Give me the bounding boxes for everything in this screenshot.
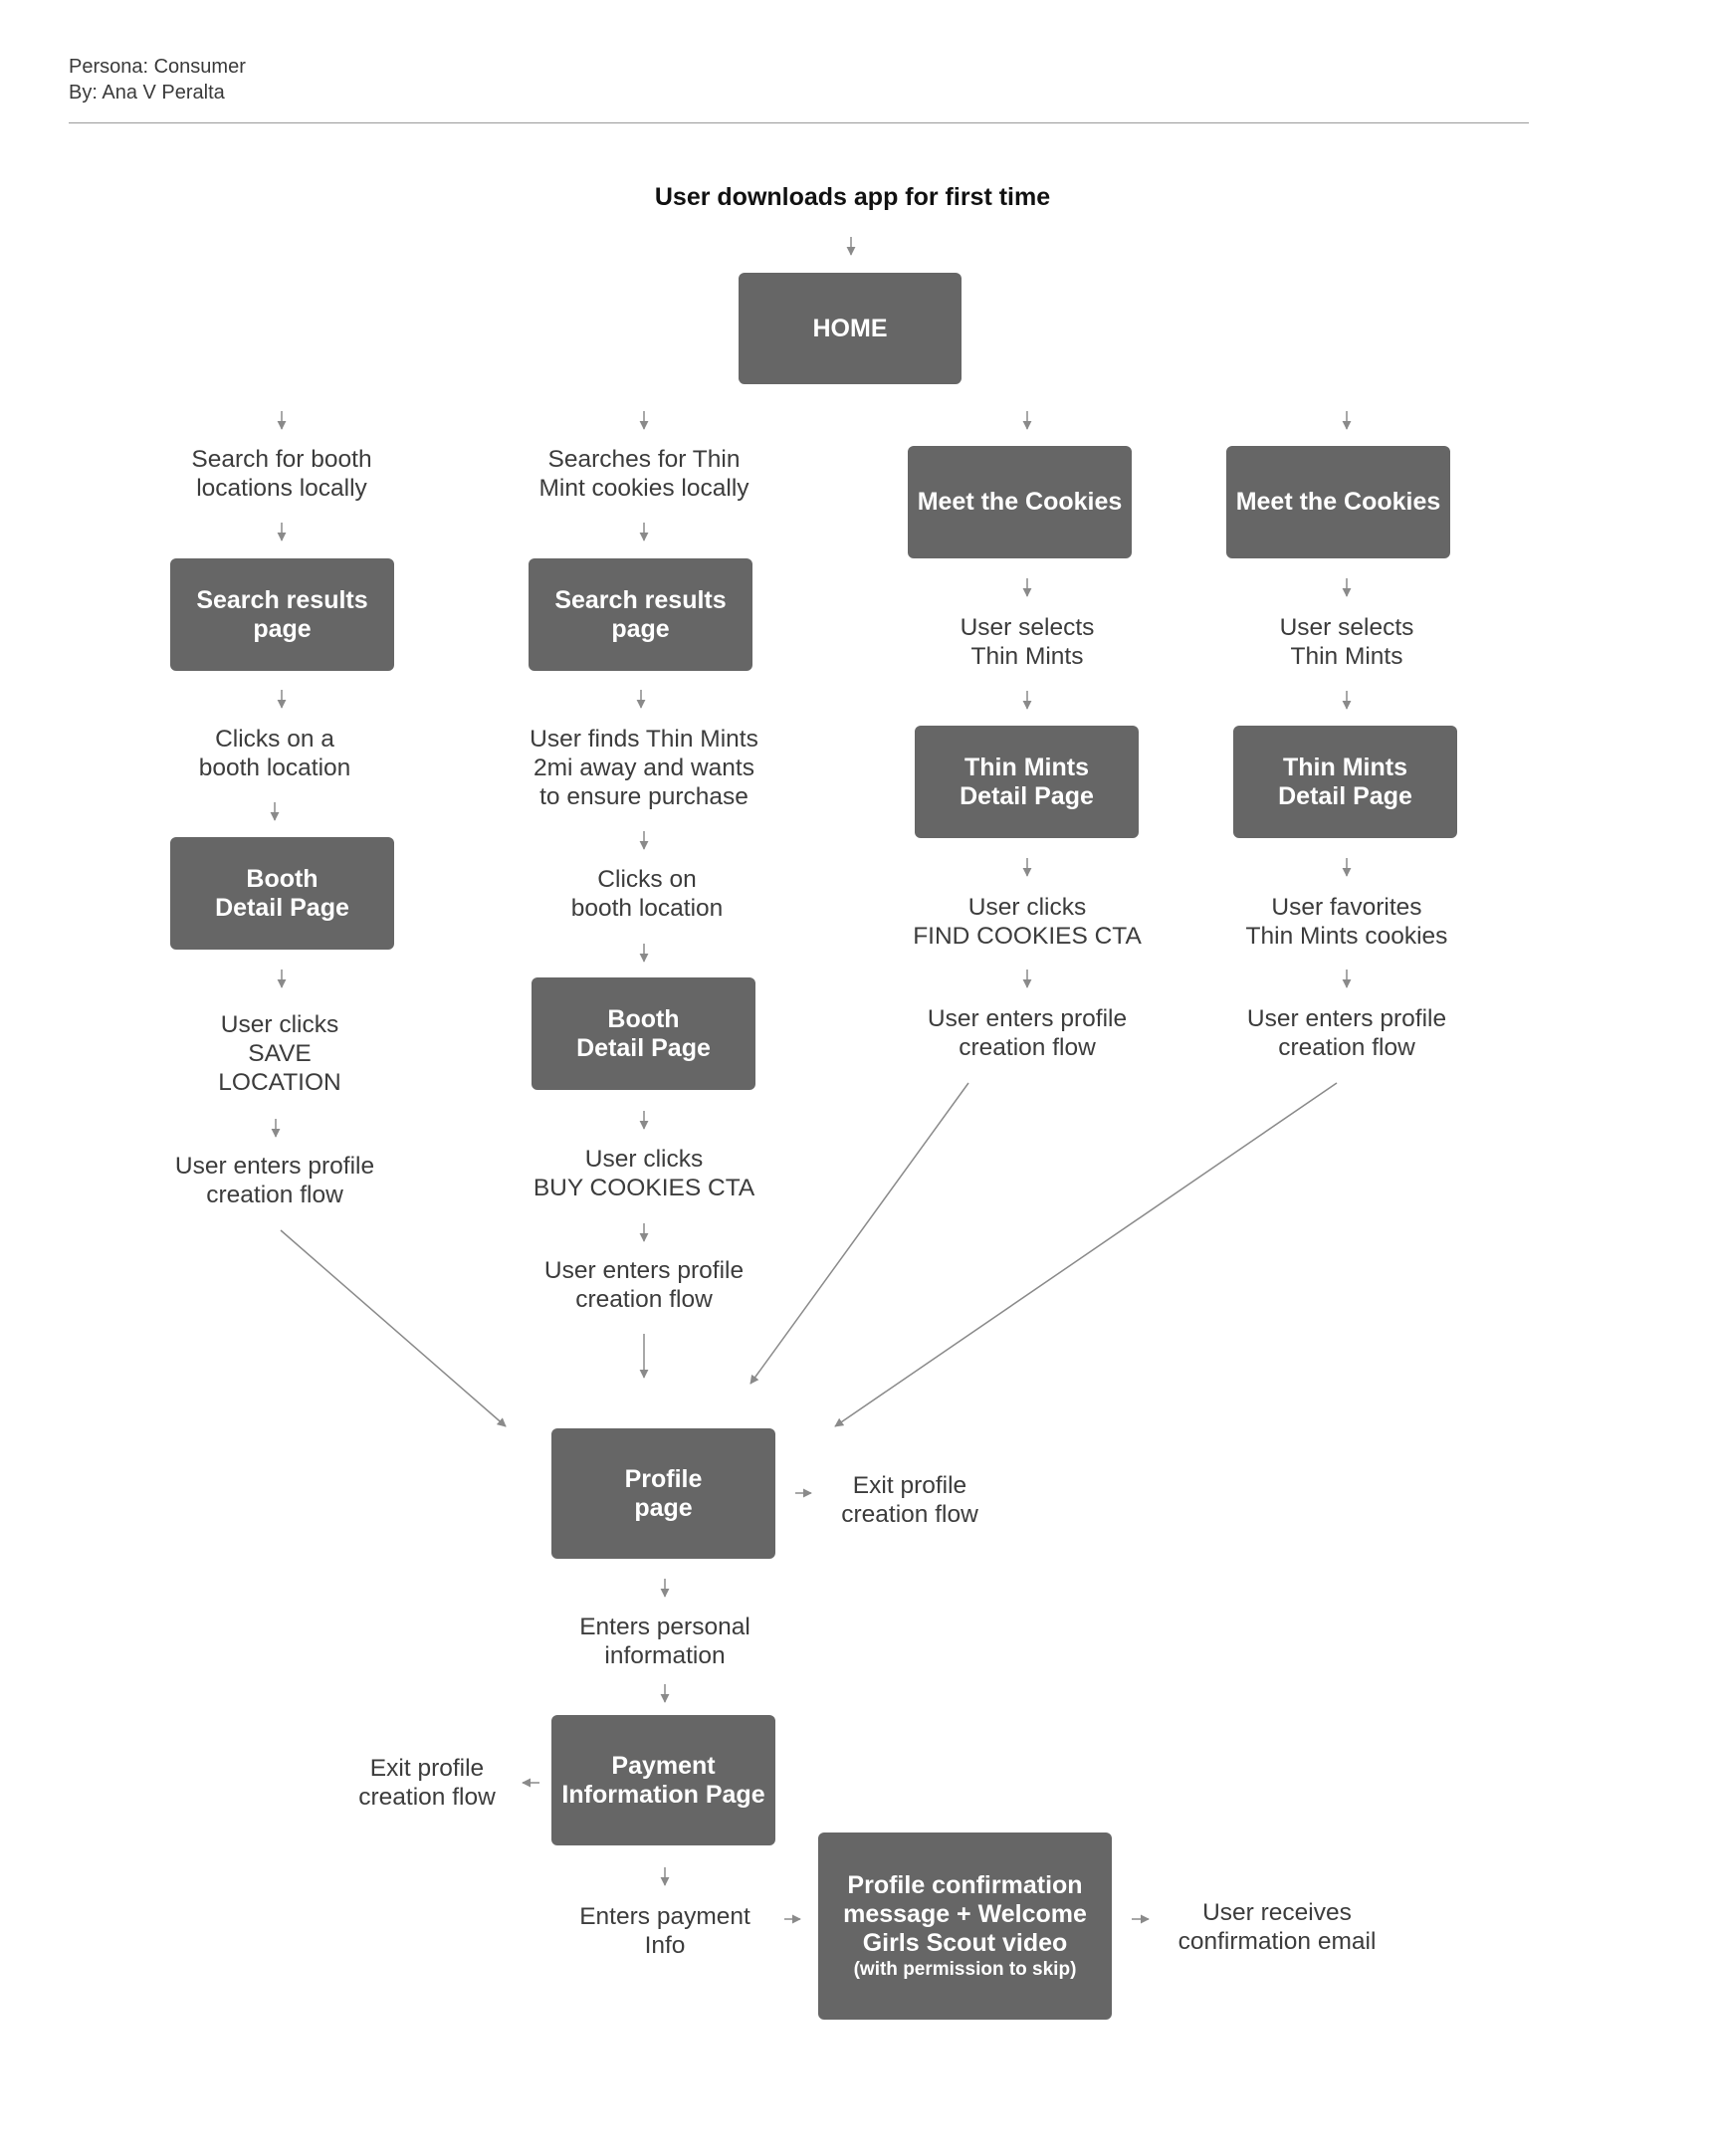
node-meet-the-cookies-1: Meet the Cookies	[908, 446, 1132, 558]
step-personal-info: Enters personal information	[579, 1614, 750, 1669]
step-search-booth: Search for booth locations locally	[191, 446, 372, 502]
flow-start-title-text: User downloads app for first time	[654, 183, 1051, 211]
step-profile-flow-4: User enters profile creation flow	[1246, 1005, 1447, 1061]
step-selects-thin-mints-1: User selects Thin Mints	[960, 614, 1095, 670]
node-thin-mints-detail-2: Thin Mints Detail Page	[1233, 726, 1457, 838]
flow-start-title: User downloads app for first time	[0, 183, 1711, 212]
step-clicks-booth-2: Clicks on booth location	[570, 866, 724, 922]
persona-label: Persona: Consumer	[69, 56, 246, 78]
node-profile-page: Profile page	[551, 1428, 775, 1559]
node-booth-detail-2: Booth Detail Page	[532, 977, 755, 1090]
step-favorites: User favorites Thin Mints cookies	[1245, 894, 1448, 950]
node-home: HOME	[739, 273, 962, 384]
step-selects-thin-mints-2: User selects Thin Mints	[1279, 614, 1414, 670]
node-profile-confirmation-subtext: (with permission to skip)	[853, 1958, 1077, 1980]
step-buy-cookies: User clicks BUY COOKIES CTA	[533, 1146, 755, 1201]
step-profile-flow-3: User enters profile creation flow	[927, 1005, 1128, 1061]
arrow-diag-c4	[834, 1082, 1338, 1427]
author-label: By: Ana V Peralta	[69, 82, 225, 104]
step-find-cookies: User clicks FIND COOKIES CTA	[913, 894, 1142, 950]
node-meet-the-cookies-2: Meet the Cookies	[1226, 446, 1450, 558]
header-divider	[69, 122, 1529, 123]
step-profile-flow-1: User enters profile creation flow	[174, 1153, 375, 1208]
node-profile-confirmation-text: Profile confirmation message + Welcome G…	[843, 1870, 1087, 1957]
step-user-finds-thin-mints: User finds Thin Mints 2mi away and wants…	[530, 726, 758, 810]
node-search-results-1: Search results page	[170, 558, 394, 671]
node-payment-information-page: Payment Information Page	[551, 1715, 775, 1845]
step-search-thin-mint: Searches for Thin Mint cookies locally	[538, 446, 749, 502]
arrow-diag-c1	[280, 1229, 507, 1427]
arrow-diag-c3	[749, 1082, 969, 1385]
step-profile-flow-2: User enters profile creation flow	[543, 1257, 745, 1313]
node-booth-detail-1: Booth Detail Page	[170, 837, 394, 950]
step-exit-flow-1: Exit profile creation flow	[841, 1472, 978, 1528]
step-clicks-booth-1: Clicks on a booth location	[198, 726, 351, 781]
step-save-location: User clicks SAVE LOCATION	[218, 1011, 341, 1096]
step-confirmation-email: User receives confirmation email	[1177, 1899, 1377, 1955]
step-exit-flow-2: Exit profile creation flow	[358, 1755, 496, 1811]
step-payment-info: Enters payment Info	[579, 1903, 750, 1959]
node-thin-mints-detail-1: Thin Mints Detail Page	[915, 726, 1139, 838]
node-search-results-2: Search results page	[529, 558, 752, 671]
node-profile-confirmation: Profile confirmation message + Welcome G…	[818, 1833, 1112, 2020]
